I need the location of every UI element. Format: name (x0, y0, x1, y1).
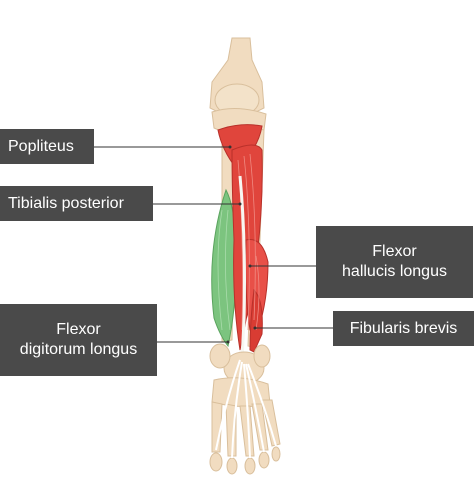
label-fibularis-brevis: Fibularis brevis (333, 311, 474, 346)
lateral-malleolus (253, 344, 271, 368)
central-tendon (238, 175, 246, 361)
foot-tendons (215, 359, 277, 459)
label-flexor-hallucis-longus-line2: hallucis longus (342, 263, 447, 280)
label-tibialis-posterior: Tibialis posterior (0, 186, 153, 221)
label-flexor-digitorum-longus: Flexor digitorum longus (0, 304, 157, 376)
label-popliteus-text: Popliteus (8, 137, 74, 155)
leader-dots (226, 145, 257, 344)
label-flexor-digitorum-longus-line2: digitorum longus (19, 341, 138, 358)
green-striations (217, 209, 231, 331)
label-flexor-hallucis-longus: Flexor hallucis longus (316, 226, 473, 298)
label-tibialis-posterior-text: Tibialis posterior (8, 194, 124, 212)
label-flexor-hallucis-longus-line1: Flexor (372, 243, 417, 260)
medial-malleolus (209, 343, 231, 369)
toe-phalanges (209, 446, 281, 475)
label-popliteus: Popliteus (0, 129, 94, 164)
fibularis-brevis-muscle (249, 288, 263, 353)
label-flexor-digitorum-longus-line1: Flexor (56, 321, 101, 338)
label-fibularis-brevis-text: Fibularis brevis (349, 319, 458, 337)
leader-lines (94, 146, 333, 343)
